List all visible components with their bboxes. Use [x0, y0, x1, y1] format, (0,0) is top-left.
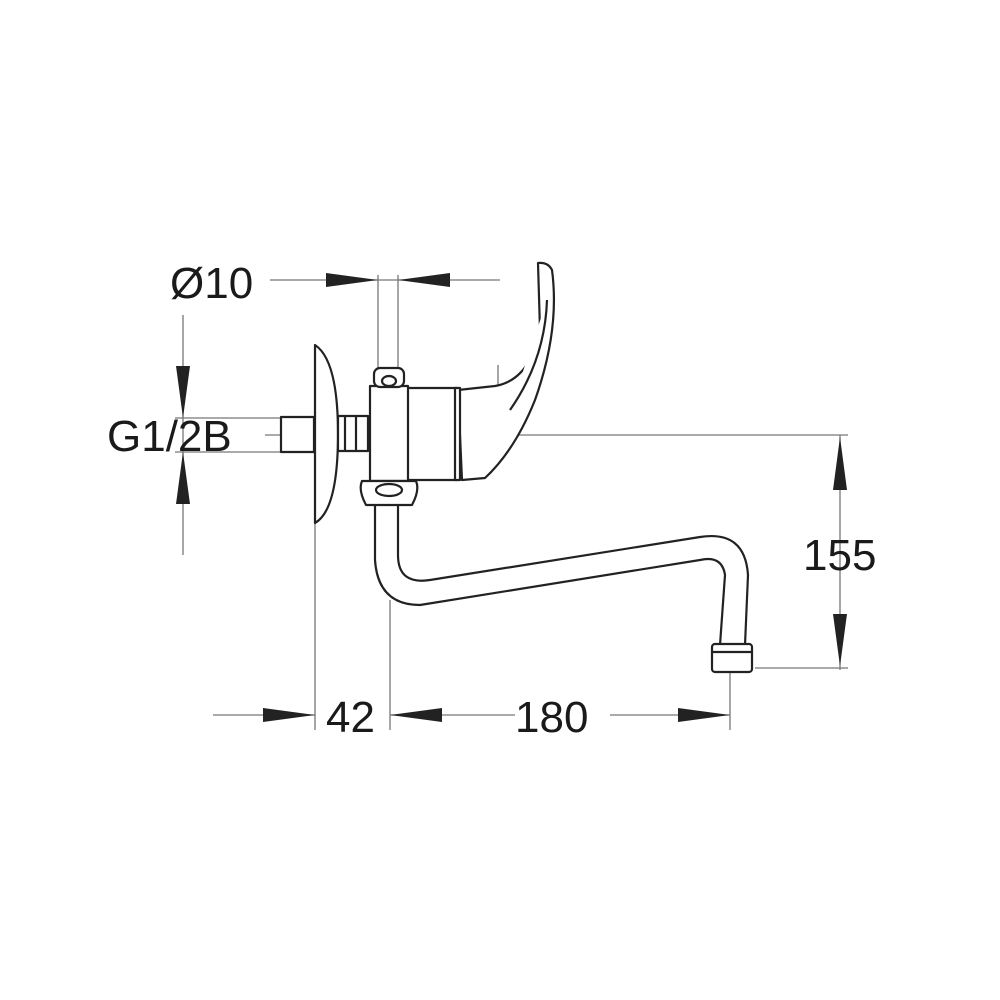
- arrow-right-icon: [263, 708, 315, 722]
- escutcheon: [313, 343, 340, 525]
- dim-spout-height: 155: [803, 531, 876, 580]
- inlet-pipe: [279, 415, 316, 454]
- dim-thread: G1/2B: [107, 412, 232, 461]
- arrow-right-icon: [326, 273, 378, 287]
- body-cylinder: [405, 386, 459, 482]
- arrow-left-icon: [398, 273, 450, 287]
- spout-pipe: [373, 501, 750, 647]
- dim-spout-reach: 180: [515, 693, 588, 742]
- arrow-up-icon: [833, 437, 847, 490]
- arrow-down-icon: [833, 614, 847, 666]
- lever-handle: [456, 261, 556, 482]
- arrow-down-icon: [176, 366, 190, 418]
- arrow-up-icon: [176, 452, 190, 504]
- faucet: [279, 261, 754, 674]
- spout-nozzle: [710, 642, 754, 674]
- dimension-arrows: [176, 273, 847, 722]
- ring: [453, 386, 462, 482]
- arrow-left-icon: [390, 708, 442, 722]
- dim-wall-offset: 42: [326, 693, 375, 742]
- connector: [336, 414, 370, 453]
- valve-body: [368, 384, 410, 483]
- arrow-right-icon: [678, 708, 730, 722]
- dim-stem-diameter: Ø10: [170, 259, 253, 308]
